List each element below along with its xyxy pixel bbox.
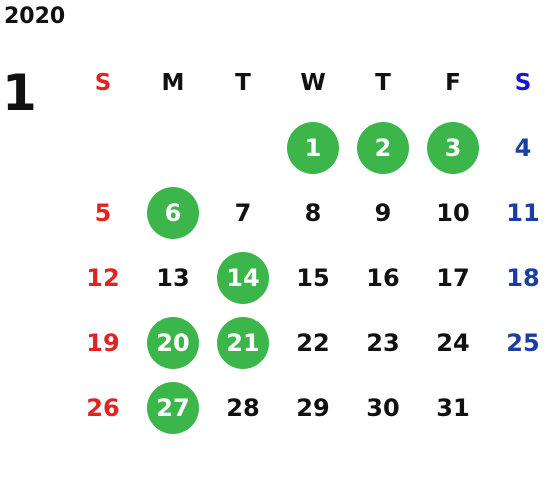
day-cell: 21 [208,310,278,375]
weekday-header-sunday: S [94,69,112,96]
day-number: 17 [436,263,470,292]
marked-day-number: 14 [217,251,269,304]
day-number: 16 [366,263,400,292]
day-cell: 4 [488,115,548,180]
day-cell: 5 [68,180,138,245]
day-cell: 24 [418,310,488,375]
day-cell: 31 [418,375,488,440]
marked-day-number: 2 [357,121,409,174]
marked-day-number: 3 [427,121,479,174]
day-number: 18 [506,263,540,292]
day-number: 22 [296,328,330,357]
day-cell: 27 [138,375,208,440]
day-cell: 8 [278,180,348,245]
day-number: 24 [436,328,470,357]
day-number: 7 [234,198,252,227]
day-number: 19 [86,328,120,357]
day-number: 4 [514,133,532,162]
day-number: 30 [366,393,400,422]
day-number: 13 [156,263,190,292]
day-cell: 7 [208,180,278,245]
day-cell: 14 [208,245,278,310]
day-cell: 10 [418,180,488,245]
day-number: 10 [436,198,470,227]
day-number: 28 [226,393,260,422]
marked-day-number: 1 [287,121,339,174]
day-number: 23 [366,328,400,357]
day-cell: 25 [488,310,548,375]
calendar-month: 1 [2,64,37,122]
day-cell: 3 [418,115,488,180]
marked-day-number: 27 [147,381,199,434]
day-number: 5 [94,198,112,227]
weekday-header-wednesday: W [300,69,326,96]
day-number: 29 [296,393,330,422]
weekday-header-tuesday: T [235,69,251,96]
calendar-year: 2020 [4,4,66,29]
day-cell: 18 [488,245,548,310]
day-number: 31 [436,393,470,422]
day-number: 26 [86,393,120,422]
day-cell: 22 [278,310,348,375]
weekday-header-monday: M [161,69,185,96]
day-cell: 1 [278,115,348,180]
day-cell: 19 [68,310,138,375]
day-number: 15 [296,263,330,292]
marked-day-number: 6 [147,186,199,239]
weekday-header-friday: F [445,69,461,96]
marked-day-number: 20 [147,316,199,369]
day-cell: 26 [68,375,138,440]
day-cell: 9 [348,180,418,245]
day-cell: 11 [488,180,548,245]
day-cell: 16 [348,245,418,310]
weekday-header-saturday: S [514,69,532,96]
day-cell: 15 [278,245,348,310]
day-cell: 2 [348,115,418,180]
day-number: 9 [374,198,392,227]
day-cell: 12 [68,245,138,310]
day-cell: 13 [138,245,208,310]
day-number: 25 [506,328,540,357]
day-cell: 29 [278,375,348,440]
weekday-header-thursday: T [375,69,391,96]
day-cell: 23 [348,310,418,375]
day-number: 12 [86,263,120,292]
day-cell: 17 [418,245,488,310]
day-cell: 30 [348,375,418,440]
day-number: 11 [506,198,540,227]
marked-day-number: 21 [217,316,269,369]
day-cell: 28 [208,375,278,440]
day-cell: 20 [138,310,208,375]
day-number: 8 [304,198,322,227]
day-cell: 6 [138,180,208,245]
